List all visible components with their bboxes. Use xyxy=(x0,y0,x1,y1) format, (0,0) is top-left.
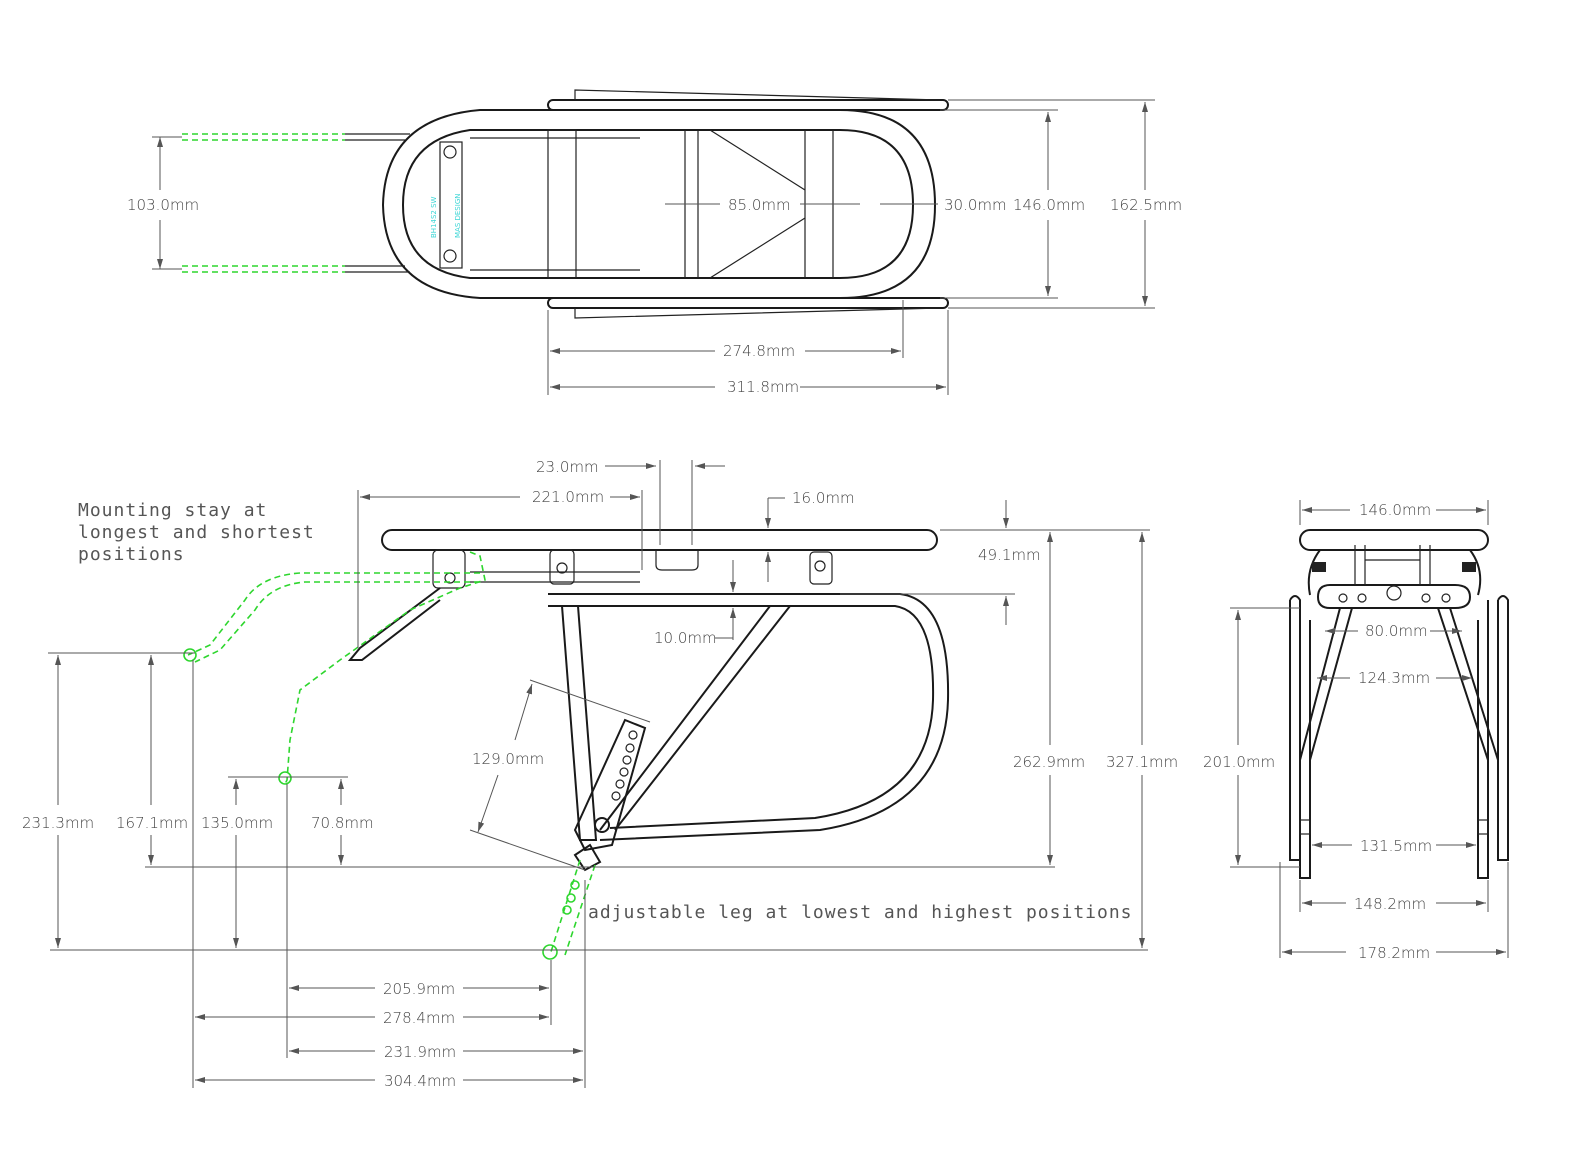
dim-label: 30.0mm xyxy=(944,196,1007,214)
dim-label: 131.5mm xyxy=(1360,837,1432,855)
dim-label: 148.2mm xyxy=(1354,895,1426,913)
dim-label: 129.0mm xyxy=(472,750,544,768)
dim-label: 10.0mm xyxy=(654,629,717,647)
leg-holes xyxy=(611,730,638,801)
dim-label: 85.0mm xyxy=(728,196,791,214)
dim-label: 135.0mm xyxy=(201,814,273,832)
dim-label: 49.1mm xyxy=(978,546,1041,564)
dim-label: 231.9mm xyxy=(384,1043,456,1061)
logo-text: MAS DESIGN xyxy=(454,194,462,238)
dim-label: 103.0mm xyxy=(127,196,199,214)
dim-label: 278.4mm xyxy=(383,1009,455,1027)
logo-text: BH14S2 SW xyxy=(430,196,438,238)
leg-note: adjustable leg at lowest and highest pos… xyxy=(588,902,1133,923)
dim-label: 327.1mm xyxy=(1106,753,1178,771)
dim-label: 304.4mm xyxy=(384,1072,456,1090)
front-view: 146.0mm 80.0mm 124.3mm 201.0mm 131.5mm 1… xyxy=(1203,500,1509,962)
dim-label: 146.0mm xyxy=(1013,196,1085,214)
dim-label: 70.8mm xyxy=(311,814,374,832)
dim-label: 80.0mm xyxy=(1365,622,1428,640)
dim-label: 124.3mm xyxy=(1358,669,1430,687)
dim-label: 178.2mm xyxy=(1358,944,1430,962)
dim-label: 221.0mm xyxy=(532,488,604,506)
dim-label: 146.0mm xyxy=(1359,501,1431,519)
top-view: BH14S2 SW MAS DESIGN 103.0mm 85.0mm 30.0… xyxy=(127,89,1182,396)
dim-label: 231.3mm xyxy=(22,814,94,832)
dim-label: 205.9mm xyxy=(383,980,455,998)
dim-label: 274.8mm xyxy=(723,342,795,360)
dim-label: 311.8mm xyxy=(727,378,799,396)
dim-label: 16.0mm xyxy=(792,489,855,507)
dim-label: 23.0mm xyxy=(536,458,599,476)
dim-label: 162.5mm xyxy=(1110,196,1182,214)
dim-label: 167.1mm xyxy=(116,814,188,832)
dim-label: 201.0mm xyxy=(1203,753,1275,771)
dim-label: 262.9mm xyxy=(1013,753,1085,771)
